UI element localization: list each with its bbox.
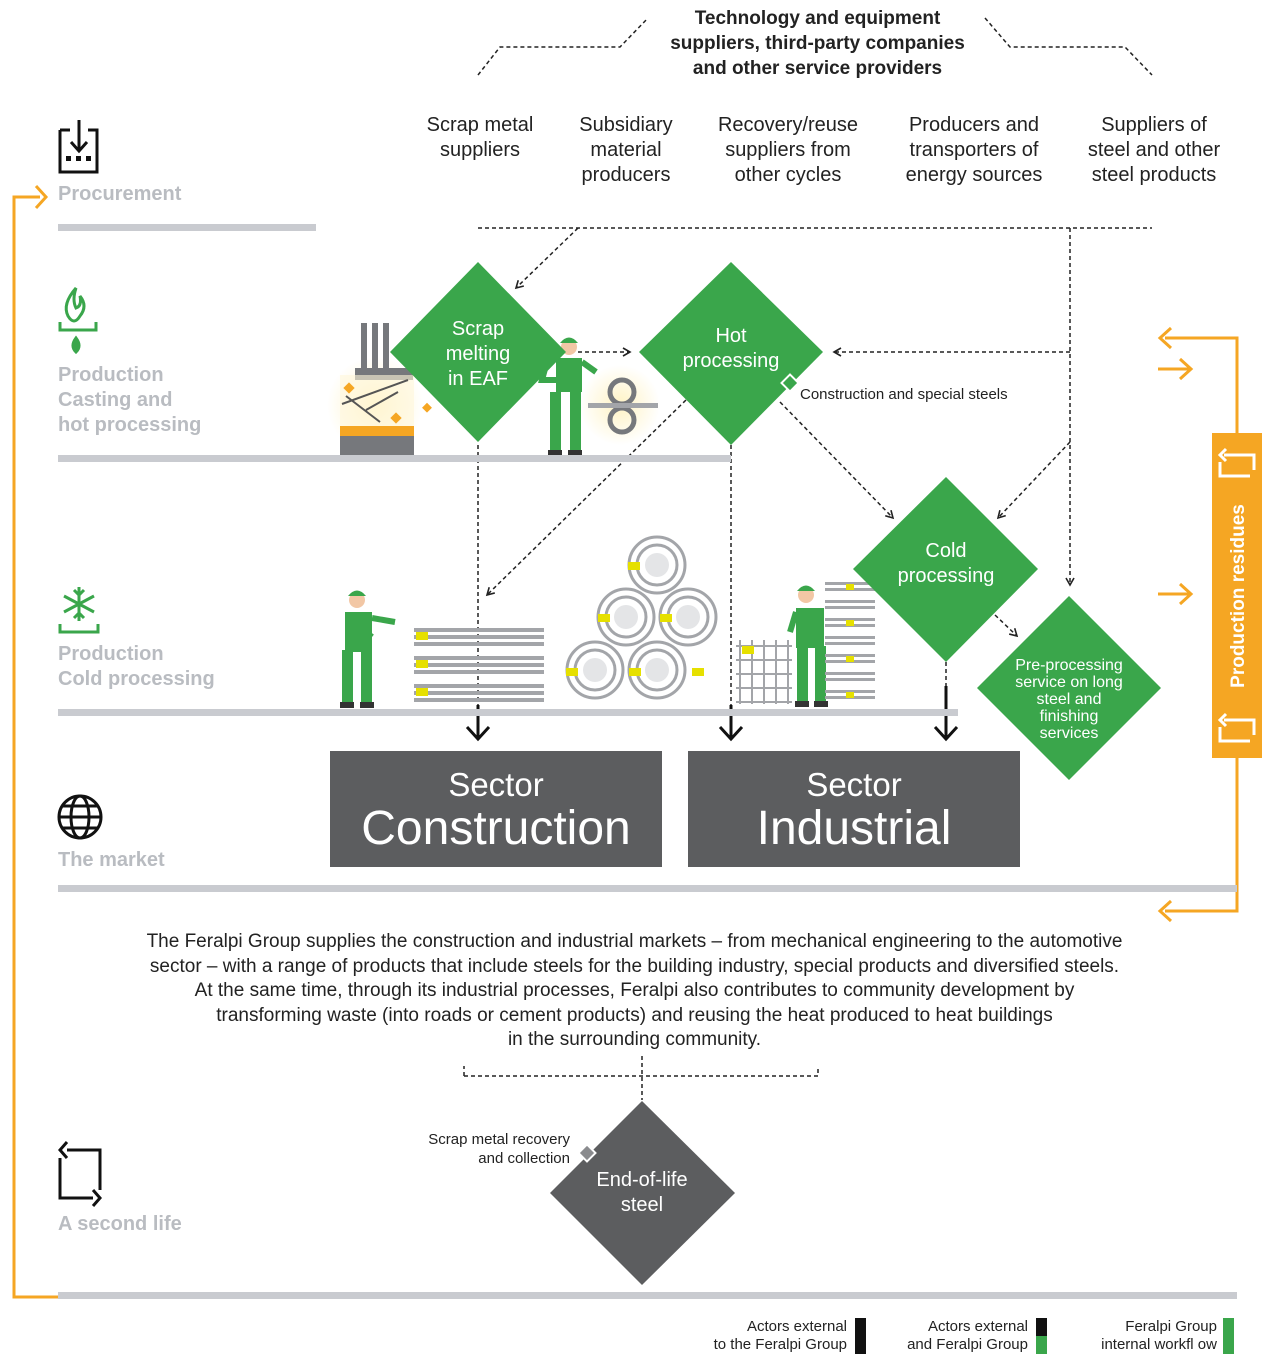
legend-external-line-1: Actors external	[746, 1318, 847, 1335]
legend-mixed: Actors external and Feralpi Group	[860, 1318, 1028, 1354]
procurement-icon	[58, 120, 99, 174]
supplier-energy: Producers and transporters of energy sou…	[905, 114, 1043, 186]
end-of-life-label: End-of-life steel	[596, 1169, 688, 1216]
description-paragraph: The Feralpi Group supplies the construct…	[20, 930, 1249, 1053]
legend-swatch-mixed-bottom	[1036, 1336, 1047, 1354]
header-title: Technology and equipment suppliers, thir…	[600, 6, 1035, 81]
rebar-bundles-illustration	[414, 628, 544, 702]
flame-icon	[58, 287, 98, 355]
stage-procurement: Procurement	[58, 183, 182, 205]
description-line-5: in the surrounding community.	[507, 1029, 762, 1051]
stage-second-life: A second life	[58, 1213, 182, 1235]
wire-coils-illustration	[565, 535, 718, 700]
stage-cold-line-1: Production	[58, 643, 164, 665]
circular-loop-line	[12, 184, 58, 1299]
header-line-1: Technology and equipment	[694, 8, 941, 29]
pre-processing-label: Pre-processing service on long steel and…	[1015, 657, 1123, 742]
stage-casting-line-1: Production	[58, 364, 164, 386]
legend-mixed-line-1: Actors external	[927, 1318, 1028, 1335]
sector-construction-title: Construction	[361, 802, 631, 855]
shelf-market	[58, 885, 1237, 892]
description-line-1: The Feralpi Group supplies the construct…	[146, 931, 1123, 952]
header-line-3: and other service providers	[692, 58, 943, 79]
legend-swatch-mixed-top	[1036, 1318, 1047, 1336]
construction-special-label: Construction and special steels	[800, 386, 1008, 403]
scrap-melting-label: Scrap melting in EAF	[445, 318, 511, 390]
legend-internal: Feralpi Group internal workfl ow	[1055, 1318, 1217, 1354]
bar-stack-illustration	[825, 582, 875, 699]
supplier-steel: Suppliers of steel and other steel produ…	[1087, 114, 1221, 186]
legend-swatch-external	[855, 1318, 866, 1354]
snowflake-icon	[58, 587, 100, 634]
furnace-illustration	[327, 323, 432, 456]
worker-illustration-cold-right	[787, 585, 828, 707]
sector-industrial-box: Sector Industrial	[688, 751, 1020, 867]
construction-special-marker	[780, 373, 800, 393]
worker-illustration-cold-left	[340, 590, 396, 708]
production-residues-label: Production residues	[1228, 504, 1249, 688]
description-line-3: At the same time, through its industrial…	[194, 980, 1075, 1002]
flow-arrows	[463, 227, 1152, 1100]
end-of-life-diamond	[550, 1101, 735, 1285]
cold-processing-label: Cold processing	[897, 540, 995, 587]
production-residues-panel	[1212, 433, 1262, 758]
header-line-2: suppliers, third-party companies	[670, 33, 965, 54]
sector-construction-box: Sector Construction	[330, 751, 662, 867]
stage-cold: Production Cold processing	[58, 642, 215, 692]
supplier-recovery: Recovery/reuse suppliers from other cycl…	[717, 114, 859, 186]
shelf-casting	[58, 455, 731, 462]
sector-industrial-caption: Sector	[806, 766, 902, 803]
legend-external-line-2: to the Feralpi Group	[713, 1336, 847, 1353]
mesh-panel-illustration	[736, 640, 792, 704]
scrap-recovery-label: Scrap metal recovery and collection	[428, 1131, 570, 1167]
coil-tags	[566, 562, 704, 676]
header-bracket	[477, 17, 1153, 76]
supplier-scrap-metal: Scrap metal suppliers	[426, 114, 534, 161]
stage-market: The market	[58, 849, 165, 871]
cold-processing-diamond	[853, 477, 1038, 662]
hot-processing-diamond	[639, 262, 823, 445]
recycle-loop-icon	[58, 1141, 102, 1207]
globe-icon	[57, 794, 103, 840]
stage-casting-line-2: Casting and	[58, 389, 173, 411]
description-line-2: sector – with a range of products that i…	[149, 955, 1120, 977]
shelf-cold	[58, 709, 958, 716]
shelf-second-life	[58, 1292, 1237, 1299]
legend-mixed-line-2: and Feralpi Group	[907, 1336, 1028, 1353]
shelf-procurement	[58, 224, 316, 231]
rolling-mill-illustration	[580, 365, 660, 445]
supplier-subsidiary: Subsidiary material producers	[579, 114, 673, 186]
residues-loop-icon-bottom	[1217, 712, 1256, 743]
stage-cold-line-2: Cold processing	[58, 668, 215, 690]
residues-loop-icon-top	[1217, 447, 1256, 478]
legend-swatch-internal	[1223, 1318, 1234, 1354]
scrap-recovery-marker	[577, 1143, 597, 1163]
stage-casting-line-3: hot processing	[58, 414, 202, 436]
stage-casting: Production Casting and hot processing	[58, 363, 201, 438]
sector-industrial-title: Industrial	[756, 802, 952, 855]
legend-internal-line-1: Feralpi Group	[1125, 1318, 1217, 1335]
sector-construction-caption: Sector	[448, 766, 544, 803]
legend-external: Actors external to the Feralpi Group	[660, 1318, 847, 1354]
pre-processing-diamond	[977, 596, 1161, 780]
scrap-melting-diamond	[390, 262, 566, 442]
hot-processing-label: Hot processing	[682, 325, 780, 372]
description-line-4: transforming waste (into roads or cement…	[216, 1004, 1053, 1026]
legend-internal-line-2: internal workfl ow	[1101, 1336, 1217, 1353]
